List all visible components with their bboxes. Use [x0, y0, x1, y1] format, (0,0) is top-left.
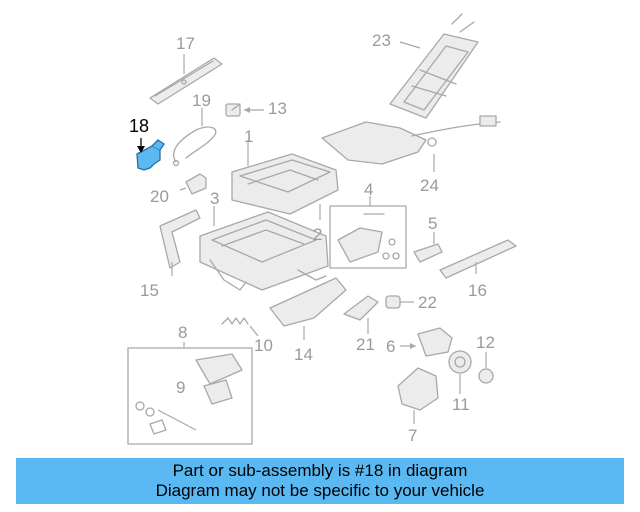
part-6-motor[interactable] [400, 327, 453, 357]
callout-23: 23 [372, 31, 391, 50]
callout-19: 19 [192, 91, 211, 110]
callout-12: 12 [476, 333, 495, 352]
callout-4: 4 [364, 180, 374, 199]
callout-11: 11 [452, 395, 470, 414]
callout-21: 21 [356, 335, 375, 354]
part-1-seat-cushion[interactable] [231, 140, 339, 215]
callout-14: 14 [294, 345, 313, 364]
part-18-bracket-highlighted[interactable] [136, 138, 165, 171]
callout-17: 17 [176, 34, 195, 53]
part-22-cap[interactable] [385, 295, 414, 309]
callout-20: 20 [150, 187, 169, 206]
part-21-bracket[interactable] [343, 295, 379, 334]
part-12-bushing[interactable] [478, 352, 494, 384]
callout-16: 16 [468, 281, 487, 300]
callout-2: 2 [313, 225, 323, 244]
part-16-long-trim[interactable] [439, 239, 517, 279]
callout-10: 10 [254, 336, 273, 355]
part-5-knob[interactable] [413, 232, 443, 263]
info-banner: Part or sub-assembly is #18 in diagram D… [16, 458, 624, 504]
part-13-clip[interactable] [225, 103, 264, 117]
callout-24: 24 [420, 176, 439, 195]
part-24-harness[interactable] [321, 115, 501, 172]
part-10-spring[interactable] [221, 317, 259, 337]
callout-8: 8 [178, 323, 188, 342]
callout-15: 15 [140, 281, 159, 300]
banner-line-2: Diagram may not be specific to your vehi… [155, 481, 485, 500]
callout-6: 6 [386, 337, 396, 356]
callout-13: 13 [268, 99, 287, 118]
callout-1: 1 [244, 127, 254, 146]
banner-line-1: Part or sub-assembly is #18 in diagram [172, 461, 468, 480]
parts-diagram [127, 13, 517, 445]
callout-9: 9 [176, 378, 186, 397]
part-4-switch-kit[interactable] [329, 196, 407, 269]
callout-7: 7 [408, 426, 418, 445]
part-19-cable[interactable] [172, 108, 217, 167]
callout-3: 3 [210, 189, 220, 208]
part-15-side-panel[interactable] [159, 209, 201, 276]
part-8-kit[interactable] [127, 342, 253, 445]
callout-22: 22 [418, 293, 437, 312]
part-20-small-bracket[interactable] [179, 173, 207, 195]
callout-5: 5 [428, 214, 438, 233]
part-23-seat-back-frame[interactable] [389, 13, 479, 119]
part-17-rail-trim[interactable] [149, 54, 223, 105]
part-7-motor-assembly[interactable] [397, 367, 439, 424]
part-3-seat-frame[interactable] [199, 206, 329, 291]
callout-18[interactable]: 18 [129, 116, 150, 136]
part-11-gear[interactable] [448, 350, 472, 394]
part-14-lower-trim[interactable] [269, 277, 347, 340]
